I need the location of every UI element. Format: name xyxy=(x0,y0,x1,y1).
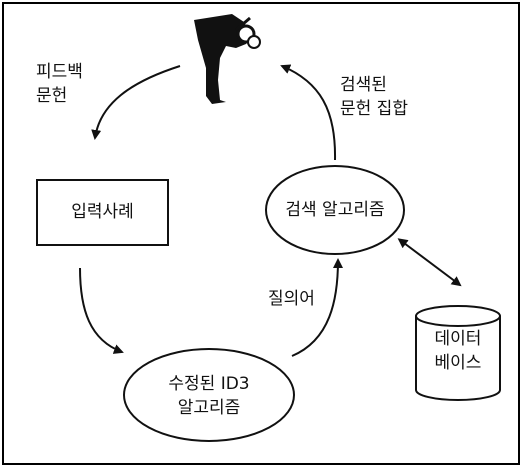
query-label: 질의어 xyxy=(268,289,315,309)
query-arrow xyxy=(291,258,343,357)
search-algorithm-ellipse xyxy=(265,165,405,255)
user-figure-icon xyxy=(194,14,261,104)
database-cylinder-icon xyxy=(415,305,501,401)
modified-id3-label-line1: 수정된 ID3 xyxy=(168,374,250,394)
diagram-frame xyxy=(2,2,520,465)
feedback-arrow xyxy=(91,65,181,140)
retrieved-docs-arrow xyxy=(280,64,337,161)
feedback-label: 피드백 문헌 xyxy=(36,60,83,108)
retrieved-docs-label: 검색된 문헌 집합 xyxy=(340,73,408,121)
input-to-id3-arrow xyxy=(79,267,124,354)
modified-id3-label-line2: 알고리즘 xyxy=(177,398,241,418)
input-cases-label: 입력사례 xyxy=(71,202,134,222)
database-label-line1: 데이터 xyxy=(434,329,482,349)
search-database-arrow xyxy=(397,238,462,287)
modified-id3-ellipse xyxy=(123,348,295,442)
retrieved-docs-label-line1: 검색된 xyxy=(340,75,387,95)
retrieved-docs-label-line2: 문헌 집합 xyxy=(340,99,408,119)
modified-id3-label: 수정된 ID3 알고리즘 xyxy=(124,372,294,420)
database-label-line2: 베이스 xyxy=(434,353,482,373)
feedback-label-line2: 문헌 xyxy=(36,86,68,106)
database-label: 데이터 베이스 xyxy=(416,327,500,375)
input-cases-box xyxy=(36,179,169,246)
search-algorithm-label: 검색 알고리즘 xyxy=(285,200,385,220)
feedback-label-line1: 피드백 xyxy=(36,62,83,82)
